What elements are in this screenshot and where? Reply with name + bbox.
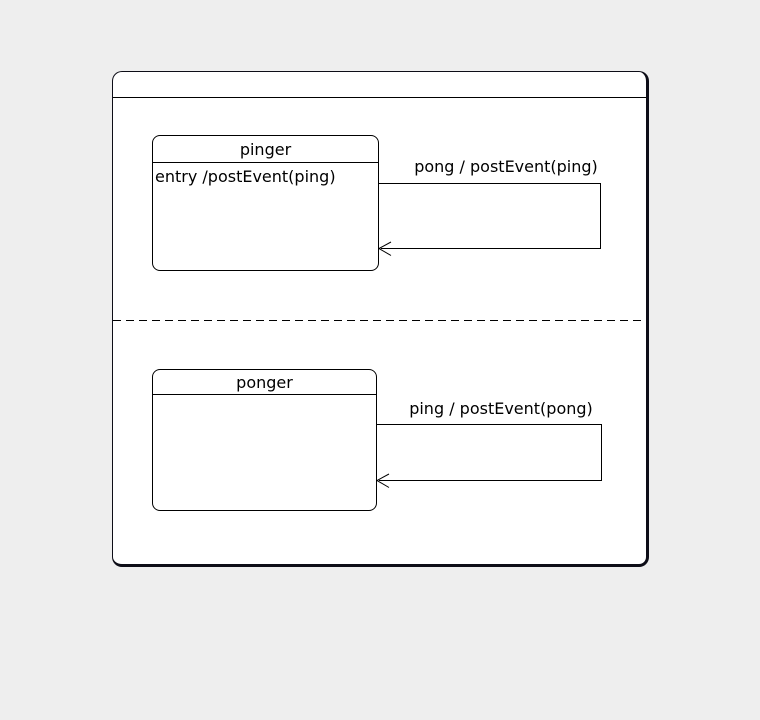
region-ponger: ponger ping / postEvent(pong) xyxy=(113,72,646,564)
pinger-entry-action: entry /postEvent(ping) xyxy=(155,167,336,186)
machine-title-compartment xyxy=(113,72,646,98)
ponger-state-body xyxy=(153,395,376,403)
pinger-state-title: pinger xyxy=(153,136,378,163)
pinger-transition-label: pong / postEvent(ping) xyxy=(414,157,598,176)
ponger-state-box: ponger xyxy=(152,369,377,511)
state-machine-box: pinger entry /postEvent(ping) pong / pos… xyxy=(112,71,649,567)
ponger-transition-label: ping / postEvent(pong) xyxy=(409,399,593,418)
pinger-state-box: pinger entry /postEvent(ping) xyxy=(152,135,379,271)
region-pinger: pinger entry /postEvent(ping) pong / pos… xyxy=(113,72,646,564)
ponger-state-title: ponger xyxy=(153,370,376,395)
